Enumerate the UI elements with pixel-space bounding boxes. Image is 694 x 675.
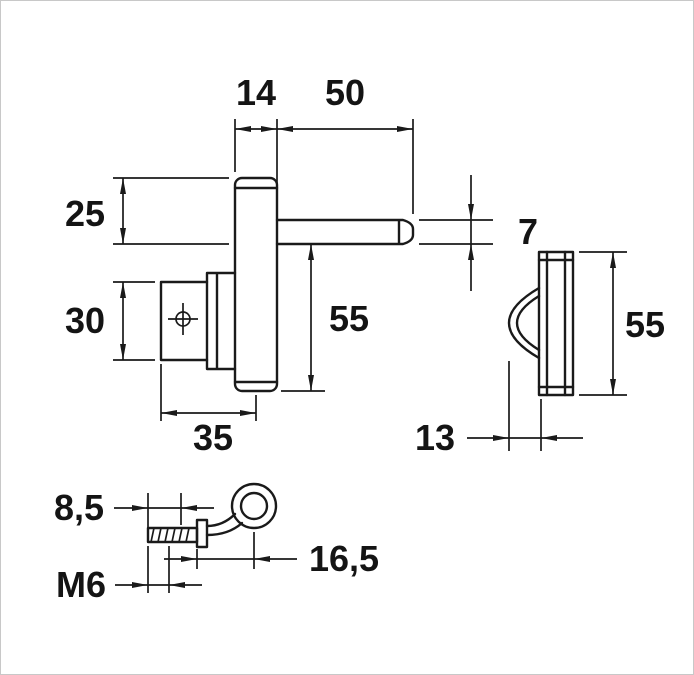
eyelet-ring-inner [239, 491, 269, 521]
extension-lines [579, 251, 627, 396]
extension-lines [276, 119, 414, 214]
hinge-body-end-lines [233, 186, 279, 384]
extension-lines [113, 177, 229, 245]
dim-side-depth: 13 [415, 361, 583, 458]
front-view [159, 176, 415, 393]
side-plate-detail [537, 250, 575, 397]
screw-collar [195, 518, 209, 549]
extension-lines [508, 361, 542, 451]
dim-offset: 8,5 [54, 487, 214, 528]
side-view [508, 250, 575, 397]
extension-lines [147, 493, 182, 527]
dim-label-upper-height: 25 [65, 193, 105, 234]
clamp-jaw [205, 271, 237, 371]
side-plate [537, 250, 575, 397]
dim-label-bracket-height: 30 [65, 300, 105, 341]
spring-clip [508, 286, 541, 360]
dim-label-pin-diameter: 7 [518, 211, 538, 252]
dim-label-side-height: 55 [625, 304, 665, 345]
dim-pin-length: 50 [276, 72, 414, 214]
dim-label-offset: 8,5 [54, 487, 104, 528]
dim-label-bracket-width: 35 [193, 417, 233, 458]
screw-hole-crosshair [168, 303, 198, 335]
dim-bracket-height: 30 [65, 281, 155, 361]
thread-hatching [150, 527, 190, 543]
dim-label-lower-height: 55 [329, 298, 369, 339]
dim-top-width: 14 [234, 72, 277, 172]
extension-lines [196, 532, 255, 569]
eyelet-ring-outer [230, 482, 278, 530]
eyelet-neck [205, 512, 244, 537]
hinge-pin [275, 218, 415, 246]
dim-pin-diameter: 7 [419, 175, 538, 291]
dim-upper-height: 25 [65, 177, 229, 245]
dim-label-pin-length: 50 [325, 72, 365, 113]
dim-side-height: 55 [579, 251, 665, 396]
dim-label-eyelet-length: 16,5 [309, 538, 379, 579]
dim-label-side-depth: 13 [415, 417, 455, 458]
dim-label-thread: M6 [56, 564, 106, 605]
hinge-body [233, 176, 279, 393]
dim-bracket-width: 35 [160, 364, 257, 458]
clamp-bracket [159, 280, 209, 362]
dim-thread: M6 [56, 546, 202, 605]
eyelet-screw-detail [146, 482, 278, 549]
extension-lines [419, 219, 493, 245]
dim-label-top-width: 14 [236, 72, 276, 113]
extension-lines [113, 281, 155, 361]
dim-lower-height: 55 [281, 244, 369, 392]
extension-lines [147, 546, 170, 593]
dim-eyelet-length: 16,5 [164, 532, 379, 579]
